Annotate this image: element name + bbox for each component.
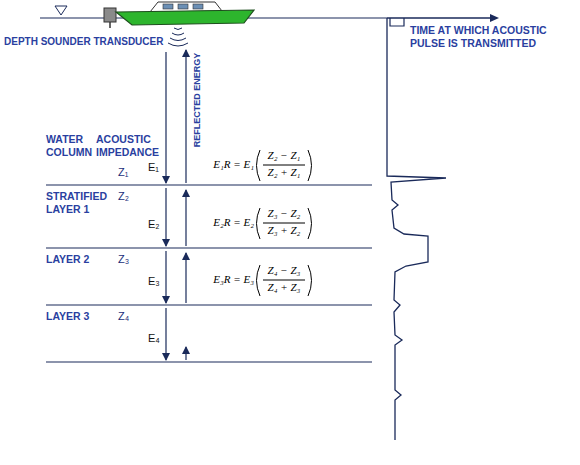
formula-numerator: Z₄ − Z₃ <box>259 264 309 277</box>
formula-denominator: Z₄ + Z₃ <box>259 281 309 294</box>
formula-brackets <box>257 150 312 296</box>
formula-numerator: Z₂ − Z₁ <box>259 149 309 162</box>
impedance-symbol: Z₃ <box>118 253 129 266</box>
impedance-symbol: Z₂ <box>118 190 129 203</box>
layer-label: LAYER 3 <box>46 310 89 323</box>
energy-symbol: E₂ <box>148 218 160 231</box>
callout-label: DEPTH SOUNDER TRANSDUCER <box>4 35 163 48</box>
survey-boat <box>104 2 254 28</box>
layer-label: LAYER 2 <box>46 253 89 266</box>
sound-waves <box>168 28 188 46</box>
arrow-label: REFLECTED ENERGY <box>191 53 204 148</box>
callout-label: TIME AT WHICH ACOUSTIC PULSE IS TRANSMIT… <box>410 24 575 50</box>
energy-symbol: E₃ <box>148 275 160 288</box>
impedance-symbol: Z₄ <box>118 310 129 323</box>
energy-symbol: E₁ <box>148 161 159 174</box>
layer-label: STRATIFIED LAYER 1 <box>46 190 124 216</box>
echo-trace <box>387 18 446 440</box>
impedance-symbol: Z₁ <box>118 166 128 179</box>
formula-term: E₁R = E₁ <box>204 158 254 171</box>
formula-term: E₃R = E₃ <box>204 273 254 286</box>
formula-denominator: Z₃ + Z₂ <box>259 224 309 237</box>
formula-denominator: Z₂ + Z₁ <box>259 166 309 179</box>
time-axis <box>387 17 490 19</box>
formula-numerator: Z₃ − Z₂ <box>259 207 309 220</box>
reflected-energy-arrows <box>185 50 186 360</box>
column-heading: ACOUSTIC IMPEDANCE <box>96 133 162 159</box>
incident-energy-arrows <box>165 52 166 360</box>
axis-arrowhead <box>490 14 499 22</box>
water-level-symbol <box>55 6 67 15</box>
column-heading: WATER COLUMN <box>46 133 96 159</box>
energy-symbol: E₄ <box>148 332 160 345</box>
formula-term: E₂R = E₂ <box>204 216 254 229</box>
layer-boundaries <box>46 185 372 362</box>
transmit-pulse <box>390 18 404 26</box>
